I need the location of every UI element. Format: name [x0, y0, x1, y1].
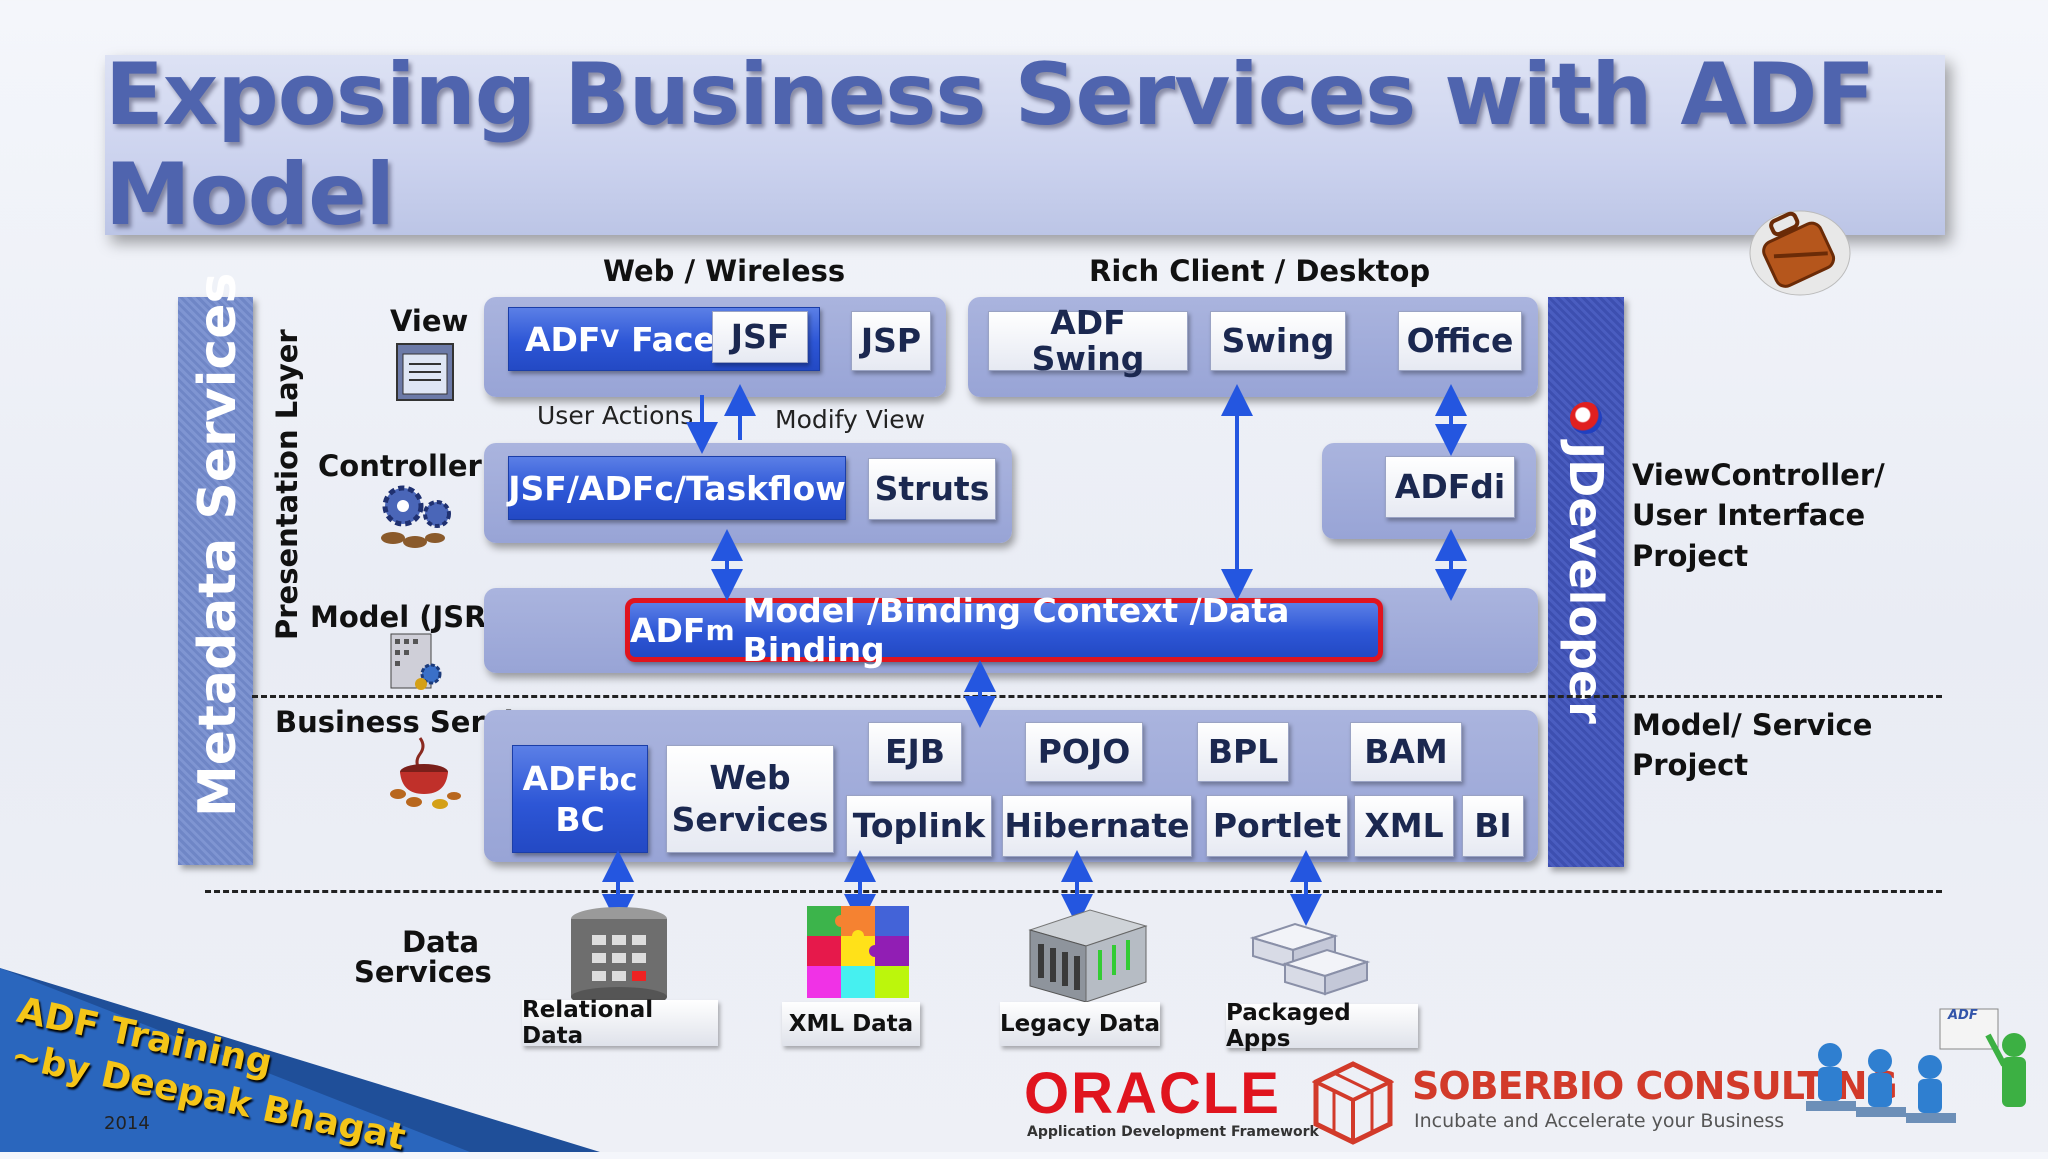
title-banner: Exposing Business Services with ADF Mode…	[105, 45, 1945, 245]
user-actions-label: User Actions	[537, 401, 694, 430]
model-service-label-1: Model/ Service	[1632, 708, 1873, 742]
xml-box: XML	[1354, 795, 1454, 857]
viewcontroller-label-1: ViewController/	[1632, 458, 1885, 492]
pojo-box: POJO	[1025, 722, 1143, 782]
hibernate-box: Hibernate	[1002, 795, 1192, 857]
adfbc-top-label: ADFbc	[523, 758, 638, 800]
data-services-label-2: Services	[354, 955, 492, 989]
relational-data-label: Relational Data	[522, 997, 718, 1049]
metadata-services-bar: Metadata Services	[178, 273, 253, 865]
adfv-label: ADF	[525, 319, 601, 359]
bam-box: BAM	[1350, 722, 1462, 782]
gears-icon	[363, 478, 463, 553]
ejb-box: EJB	[868, 722, 962, 782]
model-service-label-2: Project	[1632, 748, 1749, 782]
adfbc-label: ADF	[522, 758, 599, 798]
web-services-box: Web Services	[666, 745, 834, 853]
header-web-wireless: Web / Wireless	[603, 254, 846, 288]
header-rich-client: Rich Client / Desktop	[1089, 254, 1431, 288]
struts-box: Struts	[868, 458, 996, 520]
adfm-sub-label: m	[705, 613, 735, 647]
adfv-sub-label: V	[600, 325, 620, 353]
xml-data-label: XML Data	[782, 1002, 920, 1046]
viewcontroller-label-3: Project	[1632, 539, 1749, 573]
office-box: Office	[1398, 311, 1522, 371]
packaged-apps-label: Packaged Apps	[1226, 1000, 1418, 1052]
binding-context-label: Model /Binding Context /Data Binding	[742, 591, 1290, 669]
year-label: 2014	[104, 1113, 150, 1134]
bi-box: BI	[1462, 795, 1524, 857]
view-label: View	[390, 304, 469, 338]
jsf-box: JSF	[712, 311, 808, 363]
adf-badge-label: ADF	[1948, 1008, 1978, 1023]
soberbio-sub-label: Incubate and Accelerate your Business	[1414, 1110, 1785, 1132]
coffee-beans-icon	[378, 732, 468, 812]
controller-label: Controller	[318, 449, 482, 483]
training-banner	[0, 968, 900, 1152]
suitcase-icon	[1745, 195, 1855, 305]
separator-top	[252, 695, 1942, 698]
page-title: Exposing Business Services with ADF Mode…	[105, 45, 1875, 245]
classroom-icon	[1800, 1005, 2040, 1145]
adfdi-box: ADFdi	[1385, 456, 1515, 518]
portlet-box: Portlet	[1206, 795, 1348, 857]
model-grid-icon	[385, 630, 451, 696]
jsp-box: JSP	[851, 311, 931, 371]
puzzle-icon	[803, 902, 913, 1002]
viewcontroller-label-2: User Interface	[1632, 498, 1866, 532]
taskflow-box: JSF/ADFc/Taskflow	[508, 456, 846, 520]
toplink-box: Toplink	[846, 795, 992, 857]
swing-box: Swing	[1210, 311, 1346, 371]
legacy-data-label: Legacy Data	[1000, 1002, 1160, 1046]
jdeveloper-logo-icon	[1570, 402, 1602, 434]
bc-label: BC	[555, 800, 605, 840]
adfm-label: ADF	[630, 610, 706, 650]
bpl-box: BPL	[1197, 722, 1289, 782]
web-label: Web	[709, 757, 791, 797]
oracle-sub-label: Application Development Framework	[1027, 1124, 1319, 1140]
soberbio-label: SOBERBIO CONSULTING	[1412, 1064, 1898, 1108]
data-services-label-1: Data	[402, 925, 480, 959]
soberbio-cube-icon	[1311, 1060, 1395, 1146]
window-icon	[393, 340, 459, 406]
jdeveloper-bar: JDeveloper	[1548, 297, 1624, 867]
stacked-boxes-icon	[1245, 908, 1385, 1008]
server-rack-icon	[1020, 900, 1152, 1006]
adfbc-sub-label: bc	[598, 762, 638, 798]
adfbc-box: ADFbc BC	[512, 745, 648, 853]
services-label: Services	[671, 800, 829, 839]
oracle-logo: ORACLE	[1024, 1061, 1281, 1126]
adf-swing-box: ADF Swing	[988, 304, 1188, 377]
modify-view-label: Modify View	[775, 405, 926, 434]
